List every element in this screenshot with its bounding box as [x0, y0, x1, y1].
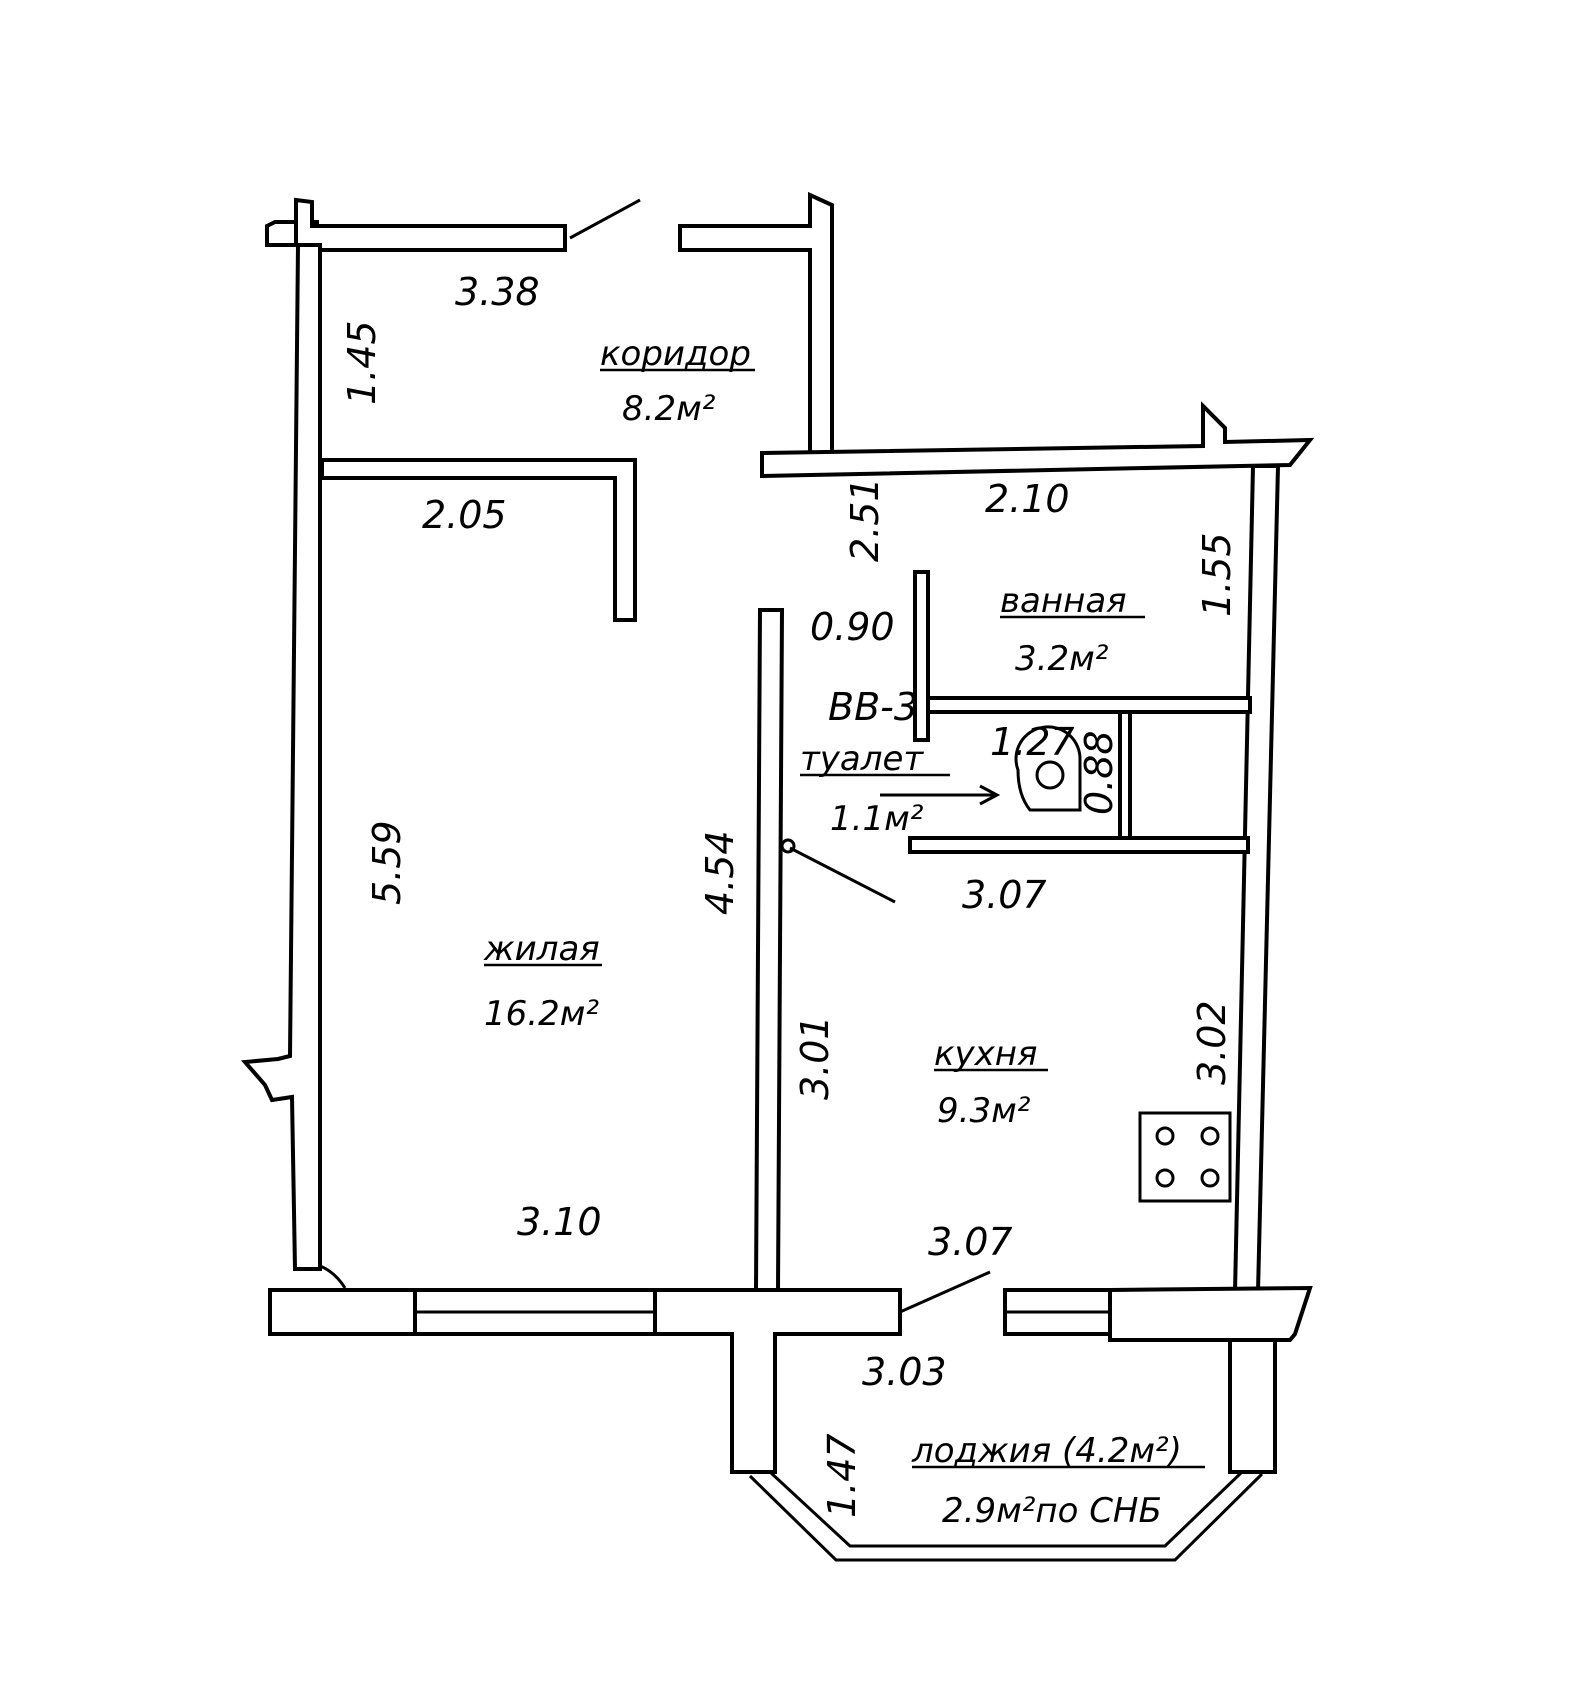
- dim-toilet-width: 1.27: [990, 720, 1075, 764]
- entrance-door-swing: [569, 198, 641, 240]
- living-name: жилая: [483, 929, 600, 969]
- dim-kitchen-width-top: 3.07: [962, 873, 1047, 917]
- dim-closet-width: 2.05: [422, 493, 507, 537]
- living-corner-arc: [319, 1264, 347, 1289]
- dim-kitchen-depth-right: 3.02: [1190, 1000, 1234, 1085]
- loggia-door-swing: [899, 1270, 991, 1314]
- bath-toilet-partition: [926, 696, 1252, 714]
- dim-loggia-depth: 1.47: [820, 1433, 864, 1518]
- dim-living-height: 5.59: [365, 820, 409, 905]
- kitchen-door-swing: [789, 846, 896, 904]
- stove-icon: [1138, 1111, 1232, 1203]
- ventilation-label: ВВ-3: [828, 685, 918, 729]
- dim-partition-length: 4.54: [698, 830, 742, 915]
- dim-hall-depth: 2.51: [843, 477, 887, 562]
- loggia-parapet-outer: [748, 1472, 1264, 1562]
- dim-kitchen-width-bottom: 3.07: [928, 1220, 1013, 1264]
- dim-kitchen-depth-left: 3.01: [793, 1015, 837, 1100]
- bath-top-wall: [760, 401, 1315, 479]
- kitchen-area: 9.3м²: [937, 1091, 1031, 1131]
- corridor-top-wall-left: [294, 197, 567, 252]
- corridor-area: 8.2м²: [622, 389, 716, 429]
- room-labels: коридор 8.2м² жилая 16.2м² ванная 3.2м² …: [483, 334, 1205, 1531]
- arrow-icon: [880, 784, 1001, 806]
- dim-door-width: 0.90: [810, 605, 895, 649]
- living-area: 16.2м²: [484, 994, 599, 1034]
- right-outer-wall: [1232, 464, 1281, 1294]
- loggia-area: 2.9м²по СНБ: [942, 1491, 1162, 1531]
- right-bottom-wall: [1108, 1285, 1313, 1342]
- walls: [240, 191, 1315, 1562]
- dim-living-width: 3.10: [517, 1200, 602, 1244]
- toilet-area: 1.1м²: [830, 799, 924, 839]
- living-bottom-wall: [268, 1288, 417, 1336]
- dim-bath-width: 2.10: [985, 477, 1070, 521]
- closet-partition: [320, 458, 637, 622]
- toilet-partition-right: [1118, 710, 1132, 840]
- loggia-name: лоджия (4.2м²): [911, 1431, 1182, 1471]
- doors: [319, 198, 991, 1314]
- loggia-parapet-inner: [768, 1470, 1244, 1548]
- toilet-fixture: [1014, 725, 1082, 812]
- central-partition: [753, 608, 785, 1292]
- dim-toilet-depth: 0.88: [1077, 730, 1121, 815]
- bath-area: 3.2м²: [1015, 639, 1109, 679]
- kitchen-name: кухня: [934, 1034, 1037, 1074]
- toilet-name: туалет: [800, 739, 924, 779]
- left-outer-wall: [240, 220, 322, 1271]
- dimensions: 3.38 1.45 2.05 5.59 3.10 4.54 0.90 2.51 …: [340, 270, 1239, 1518]
- bath-left-partition: [913, 570, 930, 742]
- loggia-right-pier: [1228, 1338, 1277, 1474]
- middle-bottom-cross: [653, 1288, 902, 1474]
- dim-loggia-width: 3.03: [862, 1350, 947, 1394]
- dim-corridor-depth: 1.45: [340, 320, 384, 405]
- door-hinge: [780, 838, 796, 854]
- toilet-bottom-partition: [908, 836, 1250, 854]
- corridor-name: коридор: [600, 334, 751, 374]
- dim-bath-depth: 1.55: [1195, 532, 1239, 617]
- bath-name: ванная: [1000, 581, 1127, 621]
- dim-corridor-width: 3.38: [455, 270, 540, 314]
